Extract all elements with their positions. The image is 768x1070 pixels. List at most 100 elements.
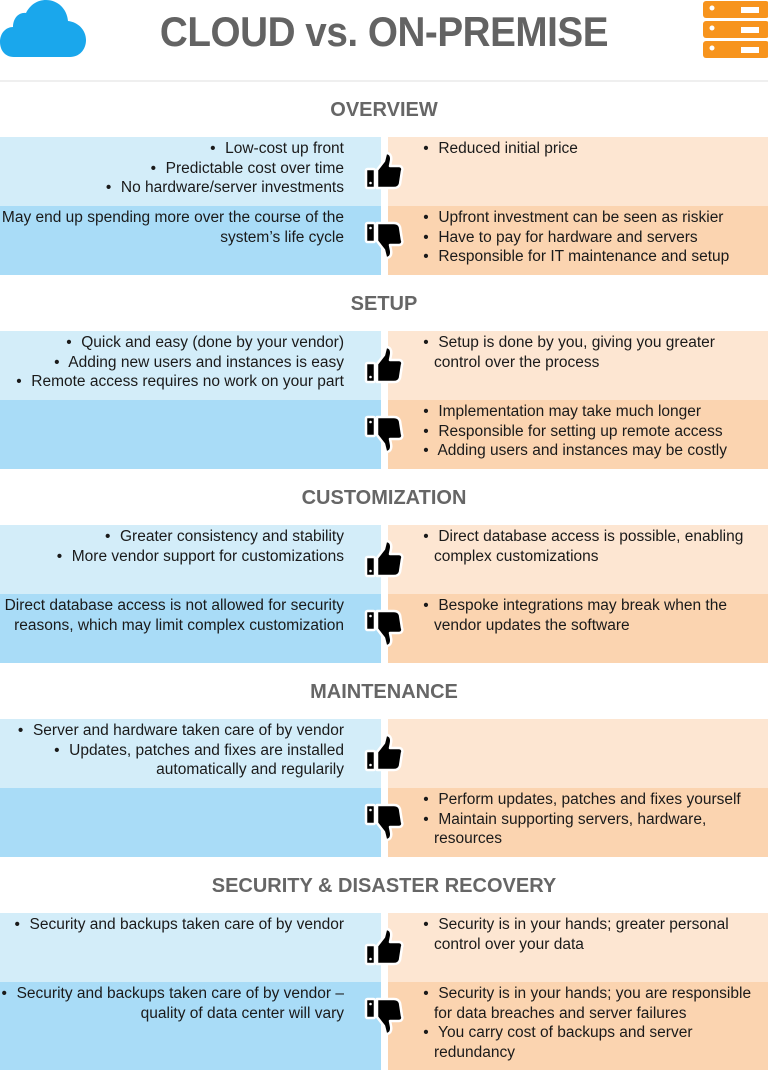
list-item-text: Security is in your hands; you are respo… [434, 985, 752, 1022]
list-item-text: Implementation may take much longer [438, 403, 702, 420]
bullet: • [423, 916, 429, 933]
section-title: SETUP [350, 293, 418, 315]
cloud-cons-panel: • Direct database access is not allowed … [0, 594, 381, 663]
list-item-text: Low-cost up front [225, 140, 344, 157]
page-title: CLOUD vs. ON-PREMISE [159, 8, 609, 55]
bullet: • [105, 179, 112, 196]
cloud-cons-panel [0, 400, 381, 469]
list-item: • Security and backups taken care of by … [0, 984, 344, 1023]
list-item: • Adding users and instances may be cost… [418, 441, 758, 461]
onprem-pros-list: • Setup is done by you, giving you great… [418, 333, 758, 372]
cloud-pros-list: • Quick and easy (done by your vendor)• … [0, 333, 344, 392]
thumbs-up-icon [364, 539, 404, 579]
onprem-cons-list: • Implementation may take much longer • R… [418, 402, 758, 461]
cloud-pros-list: • Greater consistency and stability• Mor… [0, 527, 344, 566]
list-item-text: Have to pay for hardware and servers [438, 228, 698, 246]
cloud-pros-list: • Security and backups taken care of by … [0, 915, 344, 935]
cloud-pros-list: • Server and hardware taken care of by v… [0, 721, 344, 780]
list-item-text: Updates, patches and fixes are installed… [69, 741, 344, 779]
list-item: • Server and hardware taken care of by v… [0, 721, 344, 741]
bullet: • [423, 209, 429, 226]
list-item: • Greater consistency and stability [0, 527, 344, 547]
onprem-pros-panel: • Reduced initial price [388, 137, 768, 206]
cloud-pros-panel: • Low-cost up front• Predictable cost ov… [0, 137, 381, 206]
thumbs-down-icon [364, 220, 404, 260]
onprem-cons-panel: • Upfront investment can be seen as risk… [388, 206, 768, 275]
onprem-pros-panel: • Security is in your hands; greater per… [388, 913, 768, 982]
cloud-pros-panel: • Security and backups taken care of by … [0, 913, 381, 982]
section-title: CUSTOMIZATION [301, 487, 467, 509]
section-title: MAINTENANCE [310, 681, 458, 703]
list-item-text: Server and hardware taken care of by ven… [32, 722, 344, 739]
thumbs-up-icon [364, 345, 404, 385]
onprem-pros-list: • Direct database access is possible, en… [418, 527, 758, 566]
list-item: • Reduced initial price [418, 139, 758, 159]
list-item-text: Security is in your hands; greater perso… [434, 916, 729, 953]
list-item-text: Responsible for IT maintenance and setup [438, 248, 730, 265]
bullet: • [423, 791, 429, 808]
bullet: • [56, 547, 63, 565]
list-item: • Remote access requires no work on your… [0, 372, 344, 392]
bullet: • [17, 722, 24, 739]
list-item-text: Remote access requires no work on your p… [31, 373, 344, 390]
list-item-text: Predictable cost over time [165, 159, 344, 177]
list-item: • Quick and easy (done by your vendor) [0, 333, 344, 353]
bullet: • [423, 985, 429, 1002]
bullet: • [423, 422, 429, 440]
list-item: • Bespoke integrations may break when th… [418, 596, 758, 635]
thumbs-down-icon [364, 414, 404, 454]
bullet: • [54, 741, 60, 759]
cloud-cons-list: • Direct database access is not allowed … [0, 596, 344, 635]
bullet: • [423, 403, 429, 420]
cloud-cons-list: • May end up spending more over the cour… [0, 208, 344, 247]
onprem-cons-list: • Bespoke integrations may break when th… [418, 596, 758, 635]
bullet: • [423, 228, 429, 246]
list-item: • Security is in your hands; greater per… [418, 915, 758, 954]
bullet: • [423, 528, 429, 545]
list-item-text: Responsible for setting up remote access [438, 422, 723, 440]
section-title: OVERVIEW [330, 99, 438, 121]
list-item-text: Upfront investment can be seen as riskie… [438, 209, 724, 226]
onprem-pros-list: • Reduced initial price [418, 139, 758, 159]
onprem-pros-panel: • Setup is done by you, giving you great… [388, 331, 768, 400]
bullet: • [423, 810, 429, 828]
list-item-text: No hardware/server investments [120, 179, 344, 196]
cloud-cons-panel [0, 788, 381, 857]
bullet: • [54, 353, 60, 371]
onprem-cons-panel: • Bespoke integrations may break when th… [388, 594, 768, 663]
list-item-text: Bespoke integrations may break when the … [434, 597, 727, 634]
list-item: • Low-cost up front [0, 139, 344, 159]
thumbs-up-icon [364, 151, 404, 191]
list-item-text: Maintain supporting servers, hardware, r… [434, 810, 707, 848]
bullet: • [16, 373, 22, 390]
list-item: • Predictable cost over time [0, 159, 344, 179]
list-item: • Responsible for setting up remote acce… [418, 422, 758, 442]
header: CLOUD vs. ON-PREMISE [0, 0, 768, 82]
bullet: • [66, 334, 72, 351]
bullet: • [423, 597, 429, 614]
list-item: • More vendor support for customizations [0, 547, 344, 567]
list-item-text: Direct database access is not allowed fo… [4, 597, 344, 634]
list-item: • May end up spending more over the cour… [0, 208, 344, 247]
onprem-cons-list: • Perform updates, patches and fixes you… [418, 790, 758, 849]
list-item: • Security and backups taken care of by … [0, 915, 344, 935]
list-item: • Adding new users and instances is easy [0, 353, 344, 373]
bullet: • [14, 916, 20, 933]
thumbs-down-icon [364, 996, 404, 1036]
cloud-pros-panel: • Quick and easy (done by your vendor)• … [0, 331, 381, 400]
bullet: • [423, 1024, 429, 1041]
list-item: • Updates, patches and fixes are install… [0, 741, 344, 780]
bullet: • [423, 442, 429, 459]
list-item: • Direct database access is possible, en… [418, 527, 758, 566]
list-item: • You carry cost of backups and server r… [418, 1023, 758, 1062]
cloud-cons-list: • Security and backups taken care of by … [0, 984, 344, 1023]
server-icon [703, 1, 768, 58]
cloud-cons-panel: • May end up spending more over the cour… [0, 206, 381, 275]
list-item: • Security is in your hands; you are res… [418, 984, 758, 1023]
bullet: • [210, 140, 216, 157]
thumbs-down-icon [364, 608, 404, 648]
list-item-text: Setup is done by you, giving you greater… [434, 334, 715, 371]
list-item: • Setup is done by you, giving you great… [418, 333, 758, 372]
list-item-text: You carry cost of backups and server red… [434, 1024, 693, 1061]
cloud-pros-list: • Low-cost up front• Predictable cost ov… [0, 139, 344, 198]
